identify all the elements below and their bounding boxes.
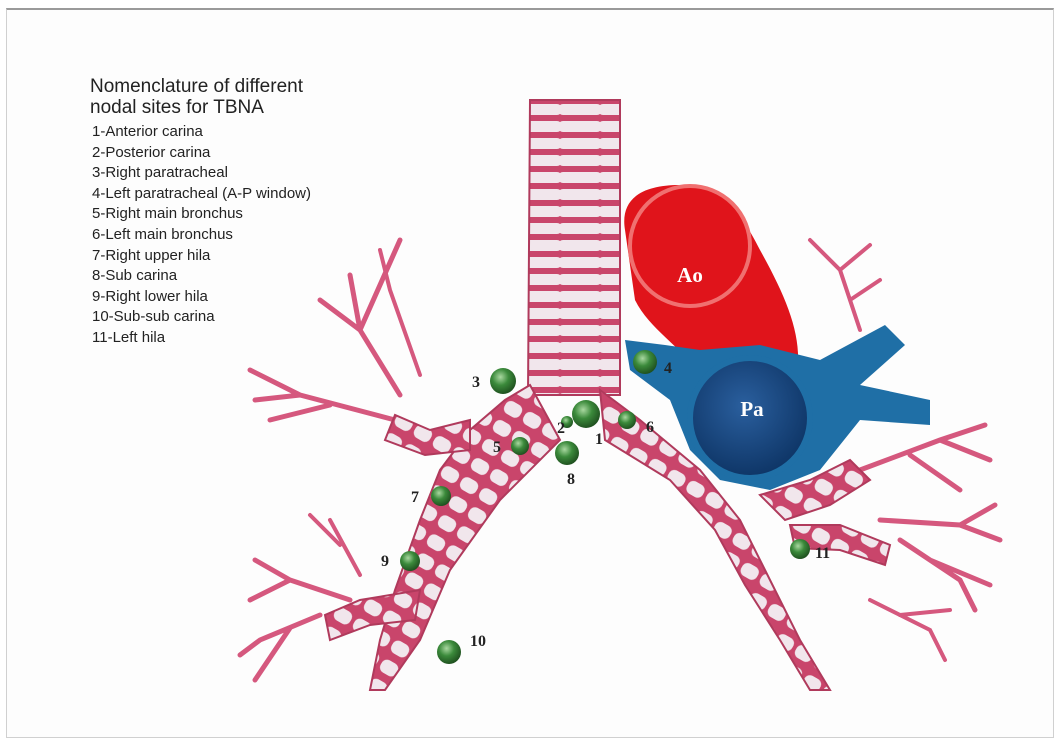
legend-item: 10-Sub-sub carina bbox=[90, 307, 311, 328]
node-label-10: 10 bbox=[470, 633, 486, 650]
node-label-1: 1 bbox=[595, 431, 603, 448]
nomenclature-legend: Nomenclature of different nodal sites fo… bbox=[90, 76, 311, 349]
node-10 bbox=[437, 640, 461, 664]
legend-item: 7-Right upper hila bbox=[90, 246, 311, 267]
node-6 bbox=[618, 411, 636, 429]
node-5 bbox=[511, 437, 529, 455]
node-4 bbox=[633, 350, 657, 374]
legend-item: 5-Right main bronchus bbox=[90, 204, 311, 225]
node-label-11: 11 bbox=[815, 545, 830, 562]
node-8 bbox=[555, 441, 579, 465]
node-9 bbox=[400, 551, 420, 571]
node-3 bbox=[490, 368, 516, 394]
node-label-2: 2 bbox=[557, 420, 565, 437]
pulmonary-artery-label: Pa bbox=[740, 397, 764, 421]
legend-item: 2-Posterior carina bbox=[90, 143, 311, 164]
node-7 bbox=[431, 486, 451, 506]
legend-item: 1-Anterior carina bbox=[90, 122, 311, 143]
legend-item: 11-Left hila bbox=[90, 328, 311, 349]
node-label-4: 4 bbox=[664, 360, 672, 377]
node-label-7: 7 bbox=[411, 489, 419, 506]
node-label-6: 6 bbox=[646, 419, 654, 436]
node-label-3: 3 bbox=[472, 374, 480, 391]
legend-list: 1-Anterior carina 2-Posterior carina 3-R… bbox=[90, 122, 311, 349]
legend-title-line1: Nomenclature of different bbox=[90, 76, 303, 97]
legend-title: Nomenclature of different nodal sites fo… bbox=[90, 76, 311, 118]
node-11 bbox=[790, 539, 810, 559]
legend-item: 3-Right paratracheal bbox=[90, 163, 311, 184]
node-label-5: 5 bbox=[493, 439, 501, 456]
trachea bbox=[528, 100, 620, 395]
legend-title-line2: nodal sites for TBNA bbox=[90, 97, 264, 118]
legend-item: 4-Left paratracheal (A-P window) bbox=[90, 184, 311, 205]
node-label-8: 8 bbox=[567, 471, 575, 488]
node-label-9: 9 bbox=[381, 553, 389, 570]
left-lung-vessels bbox=[810, 240, 1000, 660]
legend-item: 9-Right lower hila bbox=[90, 287, 311, 308]
aorta-label: Ao bbox=[677, 263, 703, 287]
legend-item: 6-Left main bronchus bbox=[90, 225, 311, 246]
node-1 bbox=[572, 400, 600, 428]
legend-item: 8-Sub carina bbox=[90, 266, 311, 287]
